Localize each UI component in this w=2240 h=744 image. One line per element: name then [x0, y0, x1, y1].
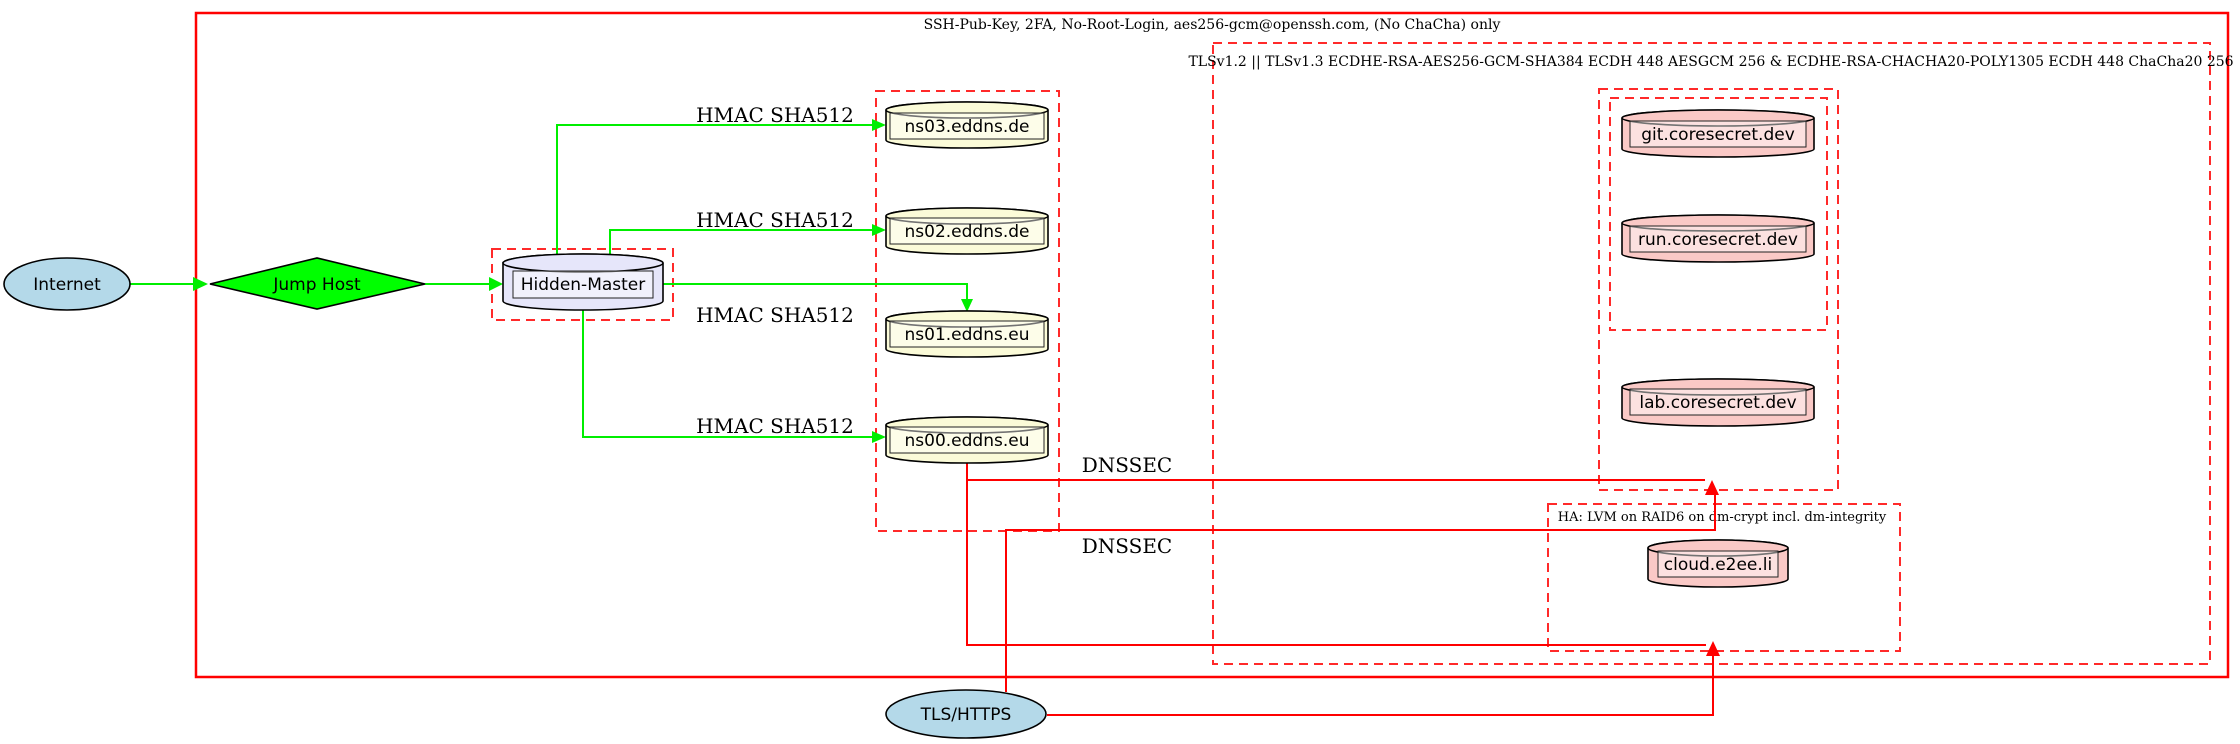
run-label-box	[1629, 225, 1807, 253]
hidden-master-node: Hidden-Master	[502, 253, 664, 311]
cloud-node: cloud.e2ee.li	[1647, 539, 1789, 588]
git-node: git.coresecret.dev	[1621, 109, 1815, 158]
ns00-label-box	[889, 426, 1045, 454]
arrowhead-right-icon	[872, 119, 886, 131]
internet-label: Internet	[33, 275, 101, 295]
ha-cluster-box	[1547, 503, 1901, 652]
edge-tls-to-ha	[1047, 641, 1720, 716]
hidden-master-label-box	[512, 270, 654, 299]
coresecret-cluster-box	[1598, 88, 1839, 491]
edge-internet-to-jumphost	[130, 277, 208, 291]
lab-label: lab.coresecret.dev	[1639, 393, 1796, 413]
ha-cluster-label: HA: LVM on RAID6 on dm-crypt incl. dm-in…	[1558, 510, 1887, 525]
tls-https-label: TLS/HTTPS	[920, 705, 1012, 725]
run-label: run.coresecret.dev	[1638, 230, 1798, 250]
git-label-box	[1629, 120, 1807, 148]
arrowhead-right-icon	[872, 224, 886, 236]
arrowhead-right-icon	[872, 431, 886, 443]
ssh-cluster-label: SSH-Pub-Key, 2FA, No-Root-Login, aes256-…	[924, 17, 1501, 33]
edge-ns00-to-coresecret-dnssec	[966, 463, 1705, 481]
edge-tls-to-coresecret	[1005, 480, 1719, 692]
ns03-label-box	[889, 112, 1045, 140]
run-node: run.coresecret.dev	[1621, 214, 1815, 263]
ns02-label: ns02.eddns.de	[905, 222, 1030, 242]
tls-cluster-box	[1212, 42, 2211, 665]
edge-jumphost-to-hiddenmaster	[425, 277, 503, 291]
dnssec-label-1: DNSSEC	[1082, 453, 1173, 477]
tls-https-node: TLS/HTTPS	[885, 689, 1047, 739]
lab-node: lab.coresecret.dev	[1621, 378, 1815, 427]
hmac-label-ns00: HMAC SHA512	[696, 414, 854, 438]
arrowhead-right-icon	[193, 277, 208, 291]
cloud-label: cloud.e2ee.li	[1664, 555, 1772, 575]
jump-host-node: Jump Host	[209, 257, 426, 310]
arrowhead-right-icon	[489, 277, 503, 291]
git-label: git.coresecret.dev	[1641, 125, 1795, 145]
cloud-label-box	[1657, 550, 1779, 578]
ns01-node: ns01.eddns.eu	[885, 310, 1049, 358]
hmac-label-ns02: HMAC SHA512	[696, 208, 854, 232]
ns00-node: ns00.eddns.eu	[885, 416, 1049, 464]
lab-label-box	[1629, 388, 1807, 416]
ns01-label: ns01.eddns.eu	[905, 325, 1030, 345]
dnssec-label-2: DNSSEC	[1082, 534, 1173, 558]
ns02-node: ns02.eddns.de	[885, 207, 1049, 255]
arrowhead-down-icon	[961, 299, 973, 312]
tls-cluster-label: TLSv1.2 || TLSv1.3 ECDHE-RSA-AES256-GCM-…	[1188, 54, 2233, 70]
jump-host-label: Jump Host	[272, 275, 361, 295]
gitrun-cluster-box	[1609, 97, 1828, 331]
ns03-label: ns03.eddns.de	[905, 117, 1030, 137]
edge-hiddenmaster-to-ns00	[582, 310, 886, 443]
edge-hiddenmaster-to-ns03	[556, 119, 886, 254]
edge-hiddenmaster-to-ns01	[663, 283, 973, 312]
eddns-cluster-box	[875, 90, 1060, 532]
arrowhead-up-icon	[1705, 480, 1719, 495]
internet-node: Internet	[3, 257, 131, 311]
hidden-master-label: Hidden-Master	[521, 275, 646, 295]
ssh-cluster-box	[194, 11, 2230, 679]
arrowhead-up-icon	[1706, 641, 1720, 656]
edge-ns00-to-ha-dnssec	[966, 478, 1706, 646]
ns00-label: ns00.eddns.eu	[905, 431, 1030, 451]
ns02-label-box	[889, 217, 1045, 245]
ns03-node: ns03.eddns.de	[885, 101, 1049, 149]
hmac-label-ns01: HMAC SHA512	[696, 303, 854, 327]
hmac-label-ns03: HMAC SHA512	[696, 103, 854, 127]
edge-hiddenmaster-to-ns02	[609, 224, 886, 254]
ns01-label-box	[889, 320, 1045, 348]
